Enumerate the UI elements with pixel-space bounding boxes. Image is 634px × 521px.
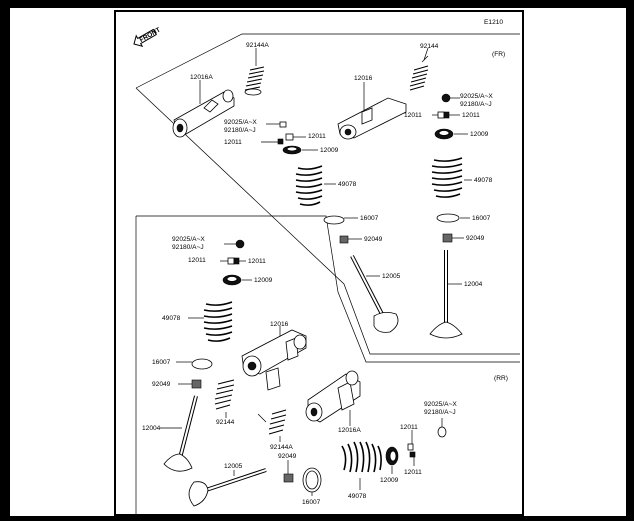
spring-retainer-rr-right: [385, 446, 399, 466]
spring-92144A-rear: [257, 409, 287, 435]
callout-rr-12009-a: 12009: [254, 277, 273, 284]
rocker-arm-12016A-rear: [305, 370, 361, 423]
valve-seat-16007-rr-right: [302, 467, 322, 493]
oil-seal-92049-fr-right: [442, 233, 453, 243]
valve-spring-49078-rr-left: [203, 301, 233, 342]
valve-spring-49078-rr-right: [341, 441, 382, 473]
callout-rr-12011-c: 12011: [400, 424, 418, 431]
callout-rr-16007-a: 16007: [152, 359, 171, 366]
callout-fr-12011-d: 12011: [462, 112, 480, 119]
callout-rr-12016: 12016: [270, 321, 289, 328]
callout-fr-92144A: 92144A: [246, 42, 269, 49]
valve-12005-fr: [350, 255, 399, 333]
callout-fr-12005: 12005: [382, 273, 401, 280]
valve-12004-fr: [429, 250, 463, 339]
callout-rr-12009-b: 12009: [380, 477, 399, 484]
section-front-label: (FR): [492, 51, 505, 58]
front-arrow-icon: FRONT: [133, 27, 162, 47]
valve-seat-16007-rr-left: [191, 358, 213, 370]
spring-92144-front: [409, 55, 429, 91]
callout-fr-49078-a: 49078: [338, 181, 357, 188]
oil-seal-92049-rr-left: [191, 379, 202, 389]
callout-rr-49078-b: 49078: [348, 493, 367, 500]
spring-92144A-front: [244, 66, 265, 96]
collet-rr-right: [407, 443, 416, 458]
callout-fr-92049-a: 92049: [364, 236, 383, 243]
valve-12005-rr: [188, 468, 267, 507]
callout-fr-12016A: 12016A: [190, 74, 213, 81]
callout-fr-49078-b: 49078: [474, 177, 493, 184]
callout-rr-92025-a: 92025/A~X: [172, 236, 205, 243]
callout-rr-12011-b: 12011: [248, 258, 266, 265]
callout-rr-92180-b: 92180/A~J: [424, 409, 456, 416]
adjusting-shim-fr-left: [279, 121, 287, 128]
adjusting-shim-fr-right: [441, 93, 451, 103]
callout-fr-92180-b: 92180/A~J: [460, 101, 492, 108]
oil-seal-92049-rr-right: [283, 473, 294, 483]
rocker-arm-12016-front: [337, 97, 407, 140]
callout-rr-12016A: 12016A: [338, 427, 361, 434]
oil-seal-92049-fr-left: [339, 235, 349, 244]
rocker-arm-12016-rear: [241, 329, 307, 391]
callout-fr-12009-a: 12009: [320, 147, 339, 154]
callout-rr-92144: 92144: [216, 419, 235, 426]
callout-rr-16007-b: 16007: [302, 499, 321, 506]
callout-rr-12011-a: 12011: [188, 257, 206, 264]
callout-fr-12004: 12004: [464, 281, 483, 288]
callout-fr-92025-b: 92025/A~X: [460, 93, 493, 100]
callout-rr-92049-b: 92049: [278, 453, 297, 460]
valve-seat-16007-fr-right: [436, 213, 460, 223]
callout-fr-92144: 92144: [420, 43, 439, 50]
callout-fr-16007-b: 16007: [472, 215, 491, 222]
collet-fr-left-a: [285, 133, 294, 141]
exploded-view-diagram: E1210 FRONT (FR) (RR) 12016A 92144A 1201…: [133, 19, 520, 514]
section-rear-label: (RR): [494, 375, 508, 382]
callout-fr-92180-a: 92180/A~J: [224, 127, 256, 134]
callout-rr-12011-d: 12011: [404, 469, 422, 476]
collet-rr-left: [227, 257, 240, 265]
callout-fr-12016: 12016: [354, 75, 373, 82]
callout-fr-12009-b: 12009: [470, 131, 489, 138]
front-section-outline: [135, 33, 520, 89]
front-section-divider: [135, 87, 520, 355]
spring-retainer-rr-left: [222, 274, 242, 286]
parts-diagram-frame: E1210 FRONT (FR) (RR) 12016A 92144A 1201…: [114, 10, 524, 516]
spring-retainer-fr-left: [282, 145, 302, 155]
diagram-code: E1210: [484, 19, 503, 26]
callout-fr-92049-b: 92049: [466, 235, 485, 242]
callout-rr-49078-a: 49078: [162, 315, 181, 322]
callout-rr-92180-a: 92180/A~J: [172, 244, 204, 251]
callout-rr-12005: 12005: [224, 463, 243, 470]
adjusting-shim-rr-right: [437, 426, 447, 438]
valve-spring-49078-fr-left: [295, 165, 323, 206]
callout-fr-12011-a: 12011: [308, 133, 326, 140]
rocker-arm-12016A-front: [172, 89, 235, 138]
valve-spring-49078-fr-right: [431, 157, 463, 198]
rear-section-outline: [136, 215, 520, 363]
callout-fr-16007-a: 16007: [360, 215, 379, 222]
valve-12004-rr: [163, 395, 198, 472]
collet-fr-right: [437, 111, 450, 119]
callout-rr-92025-b: 92025/A~X: [424, 401, 457, 408]
callout-fr-92025-a: 92025/A~X: [224, 119, 257, 126]
adjusting-shim-rr-left: [235, 239, 245, 249]
callout-fr-12011-c: 12011: [404, 112, 422, 119]
spring-retainer-fr-right: [434, 128, 454, 140]
callout-rr-12004: 12004: [142, 425, 161, 432]
collet-fr-left-b: [277, 138, 284, 145]
spring-92144-rear: [214, 379, 235, 410]
callout-rr-92049-a: 92049: [152, 381, 171, 388]
valve-seat-16007-fr-left: [323, 215, 345, 225]
callout-fr-12011-b: 12011: [224, 139, 242, 146]
front-label: FRONT: [139, 27, 162, 44]
callout-rr-92144A: 92144A: [270, 444, 293, 451]
